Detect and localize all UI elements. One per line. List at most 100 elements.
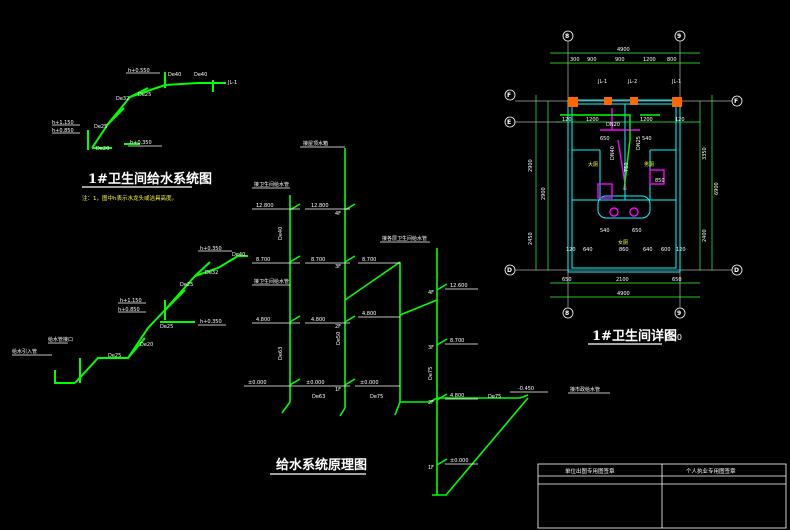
principle-title: 给水系统原理图 <box>276 457 367 473</box>
plan-fixture-dim-4: 540 <box>642 136 652 142</box>
elev-h1150: h+1.150 <box>52 120 74 126</box>
lower-pipe-de25-a: De25 <box>180 282 193 288</box>
plan-inner-dim-2: 1200 <box>586 117 599 123</box>
plan-fixture-dim-1: 650 <box>600 136 610 142</box>
plan-top-dim-1: 300 <box>570 57 580 63</box>
lower-annotation-inlet: 给水引入管 <box>12 348 37 355</box>
bottom-de63: De63 <box>312 394 325 400</box>
axis-8-top: 8 <box>565 33 569 40</box>
riser-label-jl1: JL-1 <box>227 80 237 86</box>
floor-3f-right: 3F <box>428 345 434 351</box>
level-4800-left: 4.800 <box>256 317 270 323</box>
principle-level-lines <box>244 146 610 465</box>
plan-top-dim-2: 900 <box>587 57 597 63</box>
plan-bottom-dim-2: 640 <box>583 247 593 253</box>
plan-inner-dim-1: 120 <box>562 117 572 123</box>
plan-bottom-dim-3: 860 <box>619 247 629 253</box>
annotation-roof-tank: 接屋顶水箱 <box>303 140 328 147</box>
plan-left-dim-1: 2900 <box>528 159 534 172</box>
level-12800-mid: 12.800 <box>311 203 329 209</box>
bottom-de75-a: De75 <box>370 394 383 400</box>
pipe-label-de25-a: De25 <box>138 92 151 98</box>
floor-1f: 1F <box>335 387 341 393</box>
plan-left-dim-2: 2450 <box>528 232 534 245</box>
axis-8-bottom: 8 <box>565 310 569 317</box>
axis-design-title: 1#卫生间给水系统图 <box>88 171 212 187</box>
plan-bottom-dim-6: 120 <box>676 247 686 253</box>
plan-bottom-dim-4: 640 <box>643 247 653 253</box>
plan-inner-dim-3: 1200 <box>640 117 653 123</box>
plan-overall-width-top: 4900 <box>617 47 630 53</box>
plan-inner-dim-4: 120 <box>675 117 685 123</box>
axis-design-thin-lines <box>52 72 162 147</box>
level-12800-left: 12.800 <box>256 203 274 209</box>
bathroom-plan-detail: 8 9 8 9 F F E D D <box>504 30 743 345</box>
plan-riser-tag-2: JL-2 <box>627 79 637 85</box>
plan-fixture-dim-3: 650 <box>632 228 642 234</box>
plan-dn25: DN25 <box>636 136 642 150</box>
annotation-each-floor: 接各层卫生间给水管 <box>382 235 427 242</box>
elev-h0550: h+0.550 <box>128 68 150 74</box>
plan-dn20: DN20 <box>606 122 620 128</box>
elev-h0850: h+0.850 <box>52 128 74 134</box>
annotation-municipal: 接市政给水管 <box>570 386 600 393</box>
level-12600-right: 12.600 <box>450 283 468 289</box>
plan-fixture-dim-5: 750 <box>624 162 630 172</box>
pipe-label-de40-b: De40 <box>194 72 207 78</box>
plan-overall-height: 6900 <box>714 182 720 195</box>
axis-d-left: D <box>507 267 512 274</box>
plan-scale: 1:50 <box>664 333 682 342</box>
level-4800-mid: 4.800 <box>311 317 325 323</box>
axis-f-left: F <box>507 92 511 99</box>
pipe-label-de20: De20 <box>96 146 109 152</box>
lower-elev-h0850: h+0.850 <box>118 307 140 313</box>
level-8700-right: 8.700 <box>450 338 464 344</box>
lower-thin-lines <box>12 250 232 356</box>
floor-2f: 2F <box>335 324 341 330</box>
water-supply-principle-diagram <box>281 148 529 496</box>
lower-pipe-de20: De20 <box>140 342 153 348</box>
plan-bottom-total-1: 650 <box>562 277 572 283</box>
floor-4f: 4F <box>335 211 341 217</box>
bottom-de75-b: De75 <box>488 394 501 400</box>
title-block-personal-seal: 个人执业专用图签章 <box>686 467 736 475</box>
floor-1f-right: 1F <box>428 465 434 471</box>
lower-pipe-de25-c: De25 <box>108 353 121 359</box>
level-8700-left: 8.700 <box>256 257 270 263</box>
pipe-label-de40-a: De40 <box>168 72 181 78</box>
bathroom-water-supply-axonometric <box>87 72 226 150</box>
title-block-unit-seal: 单位出图专用图签章 <box>565 467 615 475</box>
plan-bottom-total-3: 650 <box>672 277 682 283</box>
axis-9-bottom: 9 <box>677 310 681 317</box>
level-0000-third: ±0.000 <box>360 380 379 386</box>
plan-bottom-overall: 4900 <box>617 291 630 297</box>
floor-4f-right: 4F <box>428 290 434 296</box>
annotation-bath-mid: 接卫生间给水管 <box>254 278 289 285</box>
lower-elev-h0350: h+0.350 <box>200 319 222 325</box>
plan-title: 1#卫生间详图 <box>592 328 677 344</box>
axis-9-top: 9 <box>677 33 681 40</box>
plan-dn40: DN40 <box>610 146 616 160</box>
plan-fixture-dim-2: 540 <box>600 228 610 234</box>
elev-h0350: h+0.350 <box>130 140 152 146</box>
plan-room-male: 男厕 <box>644 162 654 168</box>
plan-right-dim-2: 2400 <box>702 229 708 242</box>
pipe-label-de25-b: De25 <box>94 124 107 130</box>
annotation-bath-top: 接卫生间给水管 <box>254 181 289 188</box>
level-4800-right: 4.800 <box>450 393 464 399</box>
floor-3f: 3F <box>335 264 341 270</box>
riser-de63: De63 <box>278 347 284 360</box>
plan-top-dim-4: 1200 <box>643 57 656 63</box>
axis-f-right: F <box>734 98 738 105</box>
lower-axonometric <box>54 255 248 384</box>
plan-riser-tag-3: JL-1 <box>671 79 681 85</box>
level-minus0450: -0.450 <box>518 386 534 392</box>
level-0000-mid: ±0.000 <box>306 380 325 386</box>
lower-pipe-de40: De40 <box>232 252 245 258</box>
plan-right-dim-1: 3350 <box>702 147 708 160</box>
plan-fixture-dim-6: 850 <box>655 178 665 184</box>
level-4800-third: 4.800 <box>362 311 376 317</box>
level-8700-mid: 8.700 <box>311 257 325 263</box>
title-block <box>537 463 787 529</box>
